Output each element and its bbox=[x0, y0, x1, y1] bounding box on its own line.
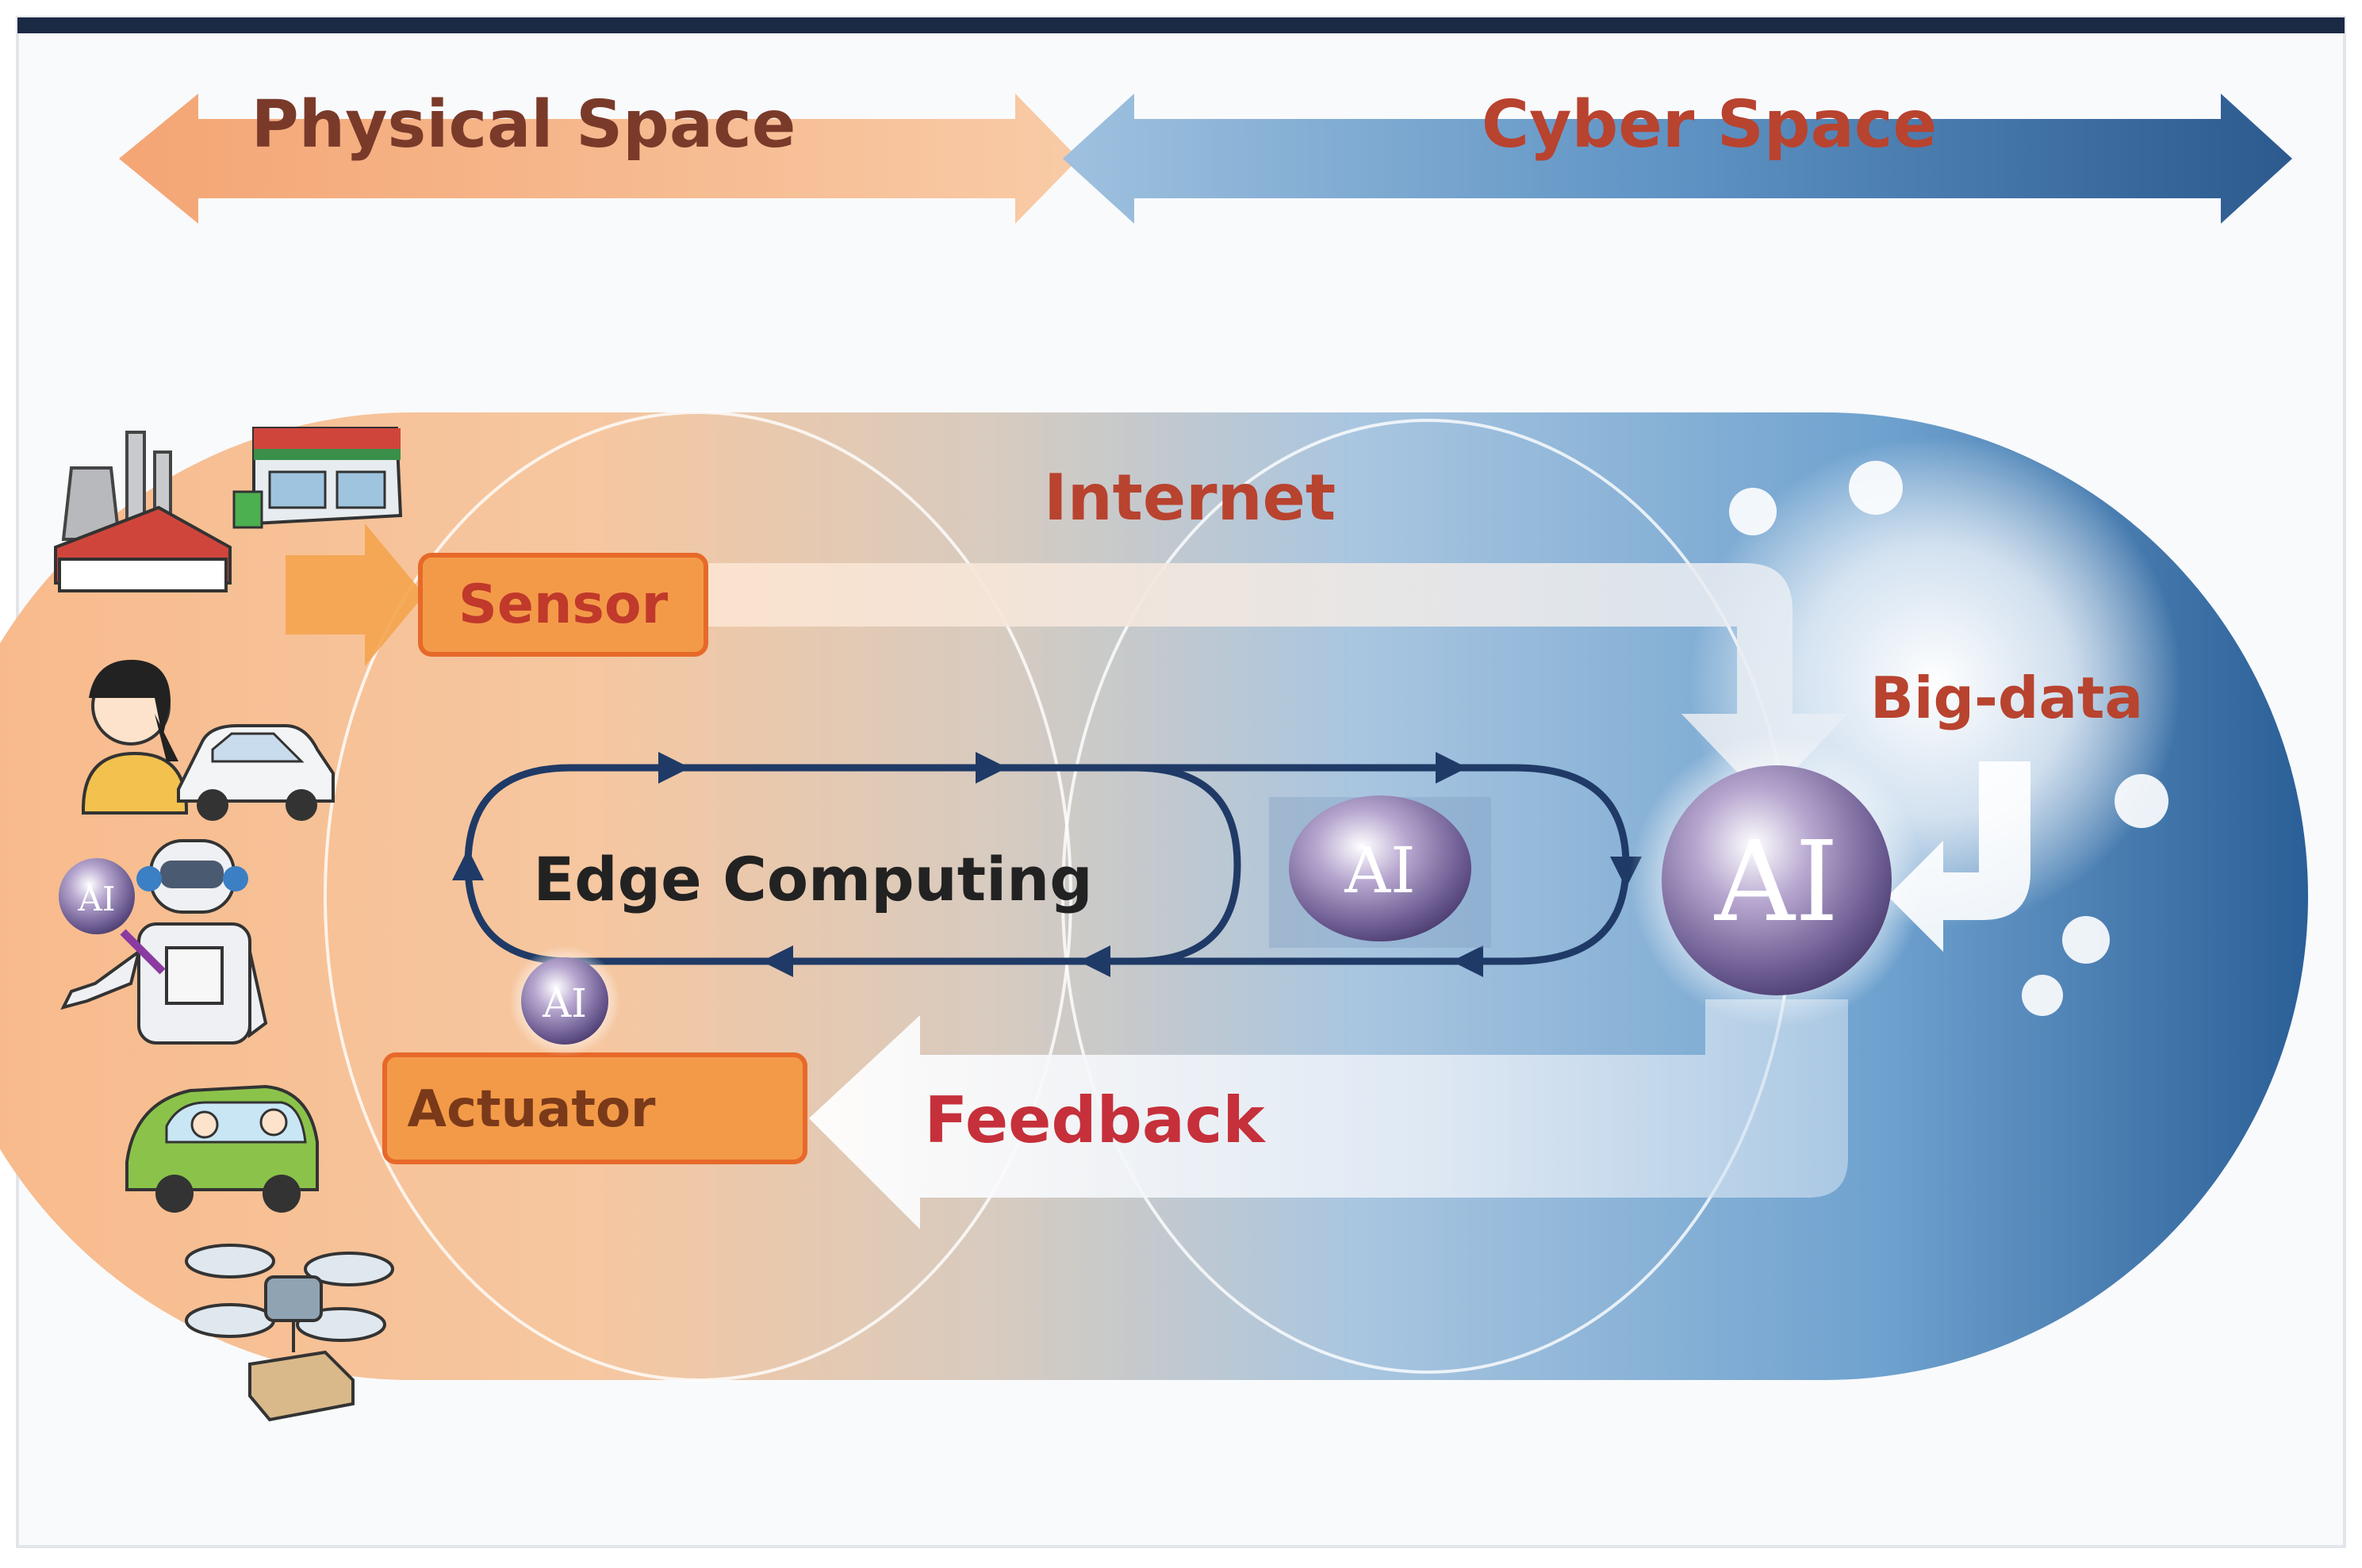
factory-icon bbox=[54, 431, 232, 592]
robot-icon bbox=[60, 839, 268, 1045]
store-icon bbox=[232, 427, 403, 529]
small-ai-badge: AI bbox=[509, 945, 620, 1056]
feedback-label: Feedback bbox=[924, 1083, 1266, 1157]
big-data-to-ai-arrow bbox=[1888, 761, 2030, 952]
person-icon bbox=[82, 659, 188, 815]
top-border bbox=[17, 17, 2345, 33]
cyber-space-arrow bbox=[1063, 94, 2292, 224]
sensor-box: Sensor bbox=[286, 523, 708, 666]
physical-space-arrow bbox=[119, 94, 1079, 224]
main-ai-text: AI bbox=[1714, 818, 1839, 947]
actuator-label: Actuator bbox=[408, 1080, 656, 1139]
cyber-space-label: Cyber Space bbox=[1482, 87, 1937, 163]
autonomous-vehicle-icon bbox=[125, 1084, 319, 1213]
big-data-label: Big-data bbox=[1870, 665, 2143, 731]
robot-ai-text: AI bbox=[78, 880, 116, 918]
robot-ai-badge: AI bbox=[59, 858, 135, 934]
sensor-label: Sensor bbox=[458, 573, 669, 636]
car-icon bbox=[177, 724, 335, 821]
edge-ai-badge: AI bbox=[1269, 796, 1491, 948]
edge-ai-text: AI bbox=[1344, 834, 1415, 907]
internet-label: Internet bbox=[1044, 461, 1336, 535]
delivery-drone-icon bbox=[185, 1244, 394, 1422]
edge-computing-label: Edge Computing bbox=[533, 844, 1092, 914]
physical-space-label: Physical Space bbox=[251, 87, 796, 163]
actuator-box: Actuator bbox=[382, 1052, 807, 1164]
loop-direction-markers bbox=[452, 752, 1642, 977]
small-ai-text: AI bbox=[542, 980, 587, 1026]
main-ai-badge: AI bbox=[1630, 734, 1923, 1027]
sensor-to-ai-arrow bbox=[698, 563, 1848, 801]
feedback-arrow bbox=[809, 999, 1848, 1229]
